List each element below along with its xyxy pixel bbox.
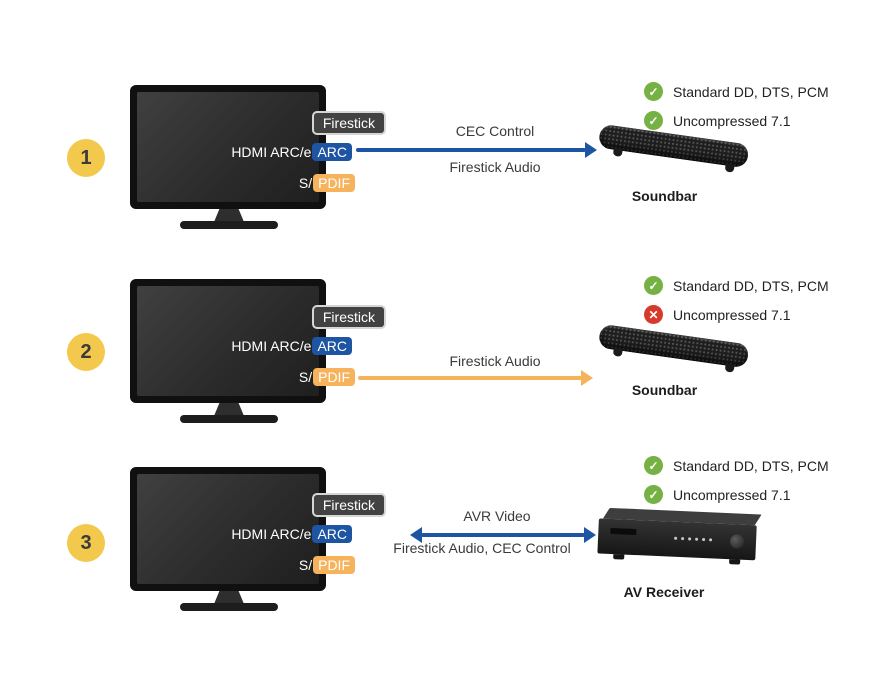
spdif-port-label: S/ PDIF — [299, 174, 355, 192]
tv-screen — [130, 467, 326, 591]
connection-arrow — [356, 148, 586, 152]
check-icon: ✓ — [644, 82, 663, 101]
scenario-number: 3 — [67, 524, 105, 562]
receiver-knob — [729, 534, 745, 549]
feature-text: Standard DD, DTS, PCM — [673, 83, 829, 100]
feature-item: ✓ Standard DD, DTS, PCM — [644, 82, 829, 101]
spdif-port-label: S/ PDIF — [299, 368, 355, 386]
connection-label-top: CEC Control — [455, 123, 535, 139]
hdmi-arc-port-label: HDMI ARC/e ARC — [231, 337, 352, 355]
feature-item: ✓ Uncompressed 7.1 — [644, 485, 829, 504]
firestick-badge: Firestick — [311, 493, 386, 517]
soundbar-illustration — [596, 323, 750, 379]
tv-stand-neck — [214, 209, 244, 222]
tv-illustration — [130, 467, 326, 623]
device-label: Soundbar — [631, 188, 698, 204]
scenario-number: 1 — [67, 139, 105, 177]
pdif-badge: PDIF — [313, 556, 355, 574]
firestick-badge: Firestick — [311, 111, 386, 135]
feature-text: Standard DD, DTS, PCM — [673, 457, 829, 474]
tv-stand-neck — [214, 591, 244, 604]
hdmi-port-text: HDMI ARC/e — [231, 144, 312, 160]
soundbar-leg — [612, 147, 623, 157]
tv-screen — [130, 279, 326, 403]
feature-text: Uncompressed 7.1 — [673, 486, 791, 503]
device-label: AV Receiver — [623, 584, 705, 600]
firestick-badge: Firestick — [311, 305, 386, 329]
feature-text: Standard DD, DTS, PCM — [673, 277, 829, 294]
connection-label-bottom: Firestick Audio — [449, 159, 541, 175]
tv-illustration — [130, 85, 326, 241]
device-label: Soundbar — [631, 382, 698, 398]
feature-list: ✓ Standard DD, DTS, PCM ✕ Uncompressed 7… — [644, 276, 829, 324]
scenario-number: 2 — [67, 333, 105, 371]
tv-illustration — [130, 279, 326, 435]
soundbar-leg — [724, 363, 735, 373]
receiver-buttons — [674, 536, 713, 542]
feature-text: Uncompressed 7.1 — [673, 306, 791, 323]
check-icon: ✓ — [644, 276, 663, 295]
scenario-row-2: 2 Firestick HDMI ARC/e ARC S/ PDIF Fires… — [0, 254, 880, 454]
check-icon: ✓ — [644, 485, 663, 504]
connection-arrow — [358, 376, 582, 380]
pdif-badge: PDIF — [313, 174, 355, 192]
hdmi-arc-port-label: HDMI ARC/e ARC — [231, 143, 352, 161]
feature-item: ✓ Uncompressed 7.1 — [644, 111, 829, 130]
tv-stand-base — [180, 415, 278, 423]
feature-item: ✓ Standard DD, DTS, PCM — [644, 456, 829, 475]
tv-stand-neck — [214, 403, 244, 416]
spdif-port-text: S/ — [298, 369, 313, 385]
scenario-row-3: 3 Firestick HDMI ARC/e ARC S/ PDIF AVR V… — [0, 442, 880, 642]
connection-arrow — [421, 533, 585, 537]
tv-screen — [130, 85, 326, 209]
receiver-display — [610, 527, 637, 536]
check-icon: ✓ — [644, 111, 663, 130]
av-receiver-illustration — [597, 506, 764, 575]
scenario-row-1: 1 Firestick HDMI ARC/e ARC S/ PDIF CEC C… — [0, 60, 880, 260]
connection-label-top: AVR Video — [463, 508, 531, 524]
tv-stand-base — [180, 221, 278, 229]
arc-badge: ARC — [312, 525, 352, 543]
feature-list: ✓ Standard DD, DTS, PCM ✓ Uncompressed 7… — [644, 456, 829, 504]
feature-item: ✕ Uncompressed 7.1 — [644, 305, 829, 324]
hdmi-port-text: HDMI ARC/e — [231, 338, 312, 354]
cross-icon: ✕ — [644, 305, 663, 324]
hdmi-arc-port-label: HDMI ARC/e ARC — [231, 525, 352, 543]
check-icon: ✓ — [644, 456, 663, 475]
feature-text: Uncompressed 7.1 — [673, 112, 791, 129]
soundbar-leg — [724, 163, 735, 173]
soundbar-leg — [612, 347, 623, 357]
spdif-port-label: S/ PDIF — [299, 556, 355, 574]
tv-screen-panel — [137, 286, 319, 396]
connection-label-bottom: Firestick Audio, CEC Control — [393, 540, 571, 556]
arc-badge: ARC — [312, 143, 352, 161]
feature-item: ✓ Standard DD, DTS, PCM — [644, 276, 829, 295]
tv-stand-base — [180, 603, 278, 611]
feature-list: ✓ Standard DD, DTS, PCM ✓ Uncompressed 7… — [644, 82, 829, 130]
pdif-badge: PDIF — [313, 368, 355, 386]
hdmi-port-text: HDMI ARC/e — [231, 526, 312, 542]
arc-badge: ARC — [312, 337, 352, 355]
connection-label-top: Firestick Audio — [449, 353, 541, 369]
tv-screen-panel — [137, 474, 319, 584]
spdif-port-text: S/ — [298, 175, 313, 191]
spdif-port-text: S/ — [298, 557, 313, 573]
tv-screen-panel — [137, 92, 319, 202]
